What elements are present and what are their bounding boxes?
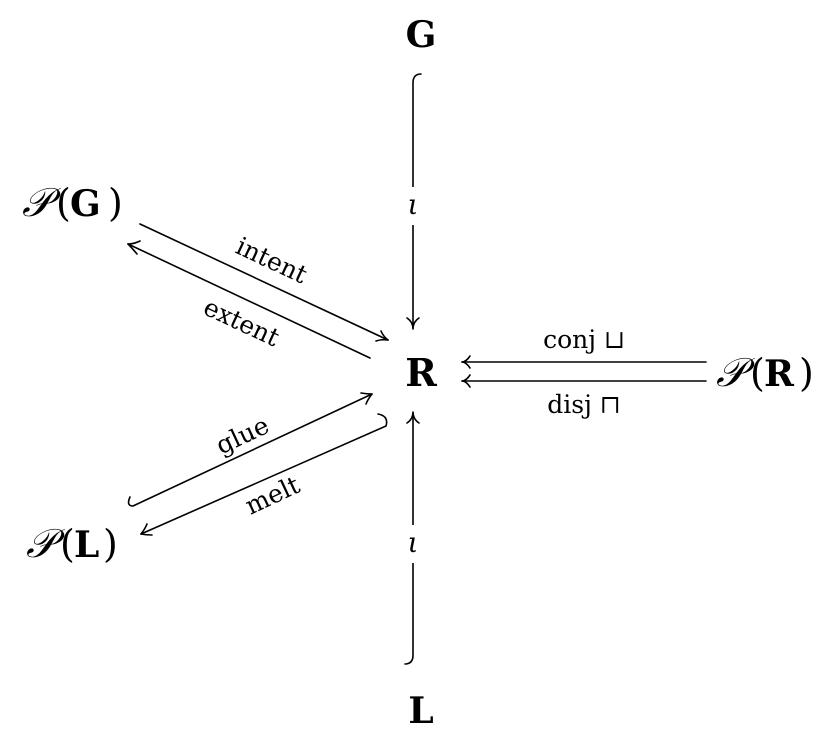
conj-label: conj ⊔ (543, 325, 625, 354)
node-r: R (405, 350, 437, 395)
intent-label: intent (231, 231, 311, 289)
close-paren: ) (103, 522, 118, 566)
arrow-g-to-r (406, 73, 422, 330)
close-paren: ) (799, 351, 814, 395)
powerset-g-inner: G (70, 183, 101, 225)
node-powerset-l: 𝒫 ( L ) (26, 521, 118, 567)
powerset-l-inner: L (74, 524, 99, 566)
arrow-extent (127, 240, 371, 359)
close-paren: ) (108, 181, 123, 225)
melt-label: melt (241, 470, 305, 520)
arrow-conj (461, 355, 707, 369)
iota-label-bottom: ι (408, 526, 419, 559)
arrow-disj (461, 374, 707, 388)
arrow-l-to-r (404, 411, 420, 665)
open-paren: ( (60, 522, 75, 566)
open-paren: ( (56, 181, 71, 225)
disj-label: disj ⊓ (547, 390, 620, 419)
arrow-intent (139, 223, 389, 342)
extent-label: extent (199, 292, 284, 352)
glue-label: glue (211, 411, 273, 460)
arrow-glue (127, 392, 373, 507)
node-powerset-g: 𝒫 ( G ) (22, 180, 123, 226)
node-powerset-r: 𝒫 ( R ) (716, 350, 814, 396)
arrow-melt (140, 413, 388, 536)
powerset-r-inner: R (764, 353, 795, 395)
node-l: L (408, 690, 433, 732)
iota-label-top: ι (408, 188, 419, 221)
open-paren: ( (750, 351, 765, 395)
node-g: G (406, 14, 437, 56)
